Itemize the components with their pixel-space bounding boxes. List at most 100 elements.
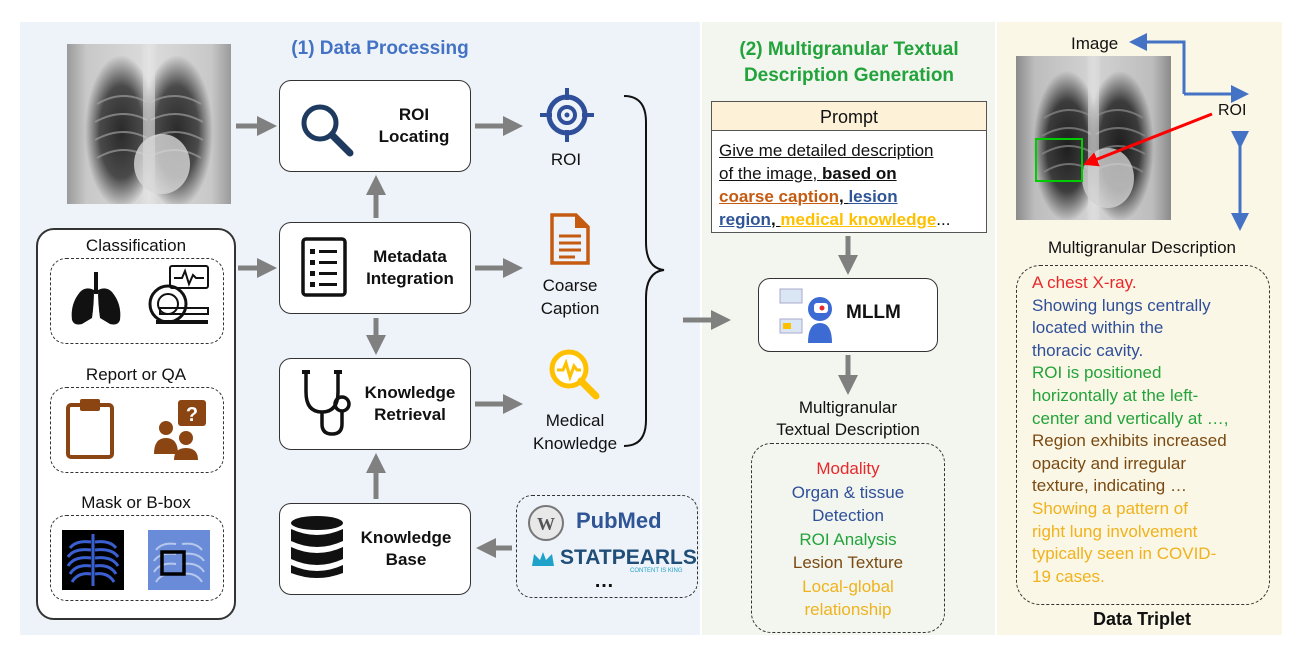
prompt-medical-knowledge: medical knowledge [780, 210, 937, 229]
knowledge-retrieval-step [279, 358, 471, 450]
prompt-header: Prompt [711, 101, 987, 131]
prompt-line: region, medical knowledge... [719, 208, 985, 231]
prompt-region: region [719, 210, 771, 229]
heading-line: Textual Description [776, 420, 920, 439]
prompt-lesion: lesion [848, 187, 898, 206]
heading-line: Multigranular [798, 398, 898, 417]
grouping-brace [623, 95, 665, 447]
prompt-comma: , [770, 210, 781, 229]
bbox-image-icon [148, 530, 210, 590]
step-label-line: Integration [366, 269, 454, 288]
prompt-coarse-caption: coarse caption [719, 187, 839, 206]
output-label-line: Coarse [542, 276, 598, 295]
prompt-based-on: based on [822, 164, 897, 183]
description-item: Organ & tissue [791, 482, 905, 502]
coarse-caption-label: Coarse Caption [522, 274, 618, 320]
textual-description-box [751, 443, 945, 633]
roi-locating-label: ROI Locating [364, 104, 464, 148]
more-sources-ellipsis: … [594, 570, 614, 592]
prompt-line: of the image, based on [719, 162, 985, 185]
step-label-line: Knowledge [360, 528, 452, 547]
output-label-line: Caption [540, 299, 600, 318]
roi-bounding-box [1035, 138, 1083, 182]
prompt-text-2: of the image, [719, 164, 823, 183]
ct-scanner-icon [148, 265, 209, 324]
textual-description-heading: Multigranular Textual Description [748, 397, 948, 441]
section-title-data-processing: (1) Data Processing [291, 38, 469, 59]
classification-group [50, 258, 224, 344]
mask-image-icon [62, 530, 124, 590]
prompt-text: Give me detailed description of the imag… [719, 139, 985, 231]
classification-label: Classification [85, 236, 187, 255]
description-item: relationship [804, 600, 892, 619]
description-line: Region exhibits increased [1032, 431, 1227, 451]
robot-document-icon [779, 288, 832, 343]
checklist-icon [301, 237, 347, 297]
prompt-line: coarse caption, lesion [719, 185, 985, 208]
knowledge-sources-group [516, 495, 698, 598]
clipboard-icon [66, 399, 114, 459]
section-title-line: Description Generation [743, 65, 955, 86]
description-line: center and vertically at …, [1032, 408, 1229, 428]
multigranular-description-heading: Multigranular Description [1047, 238, 1237, 257]
prompt-comma: , [839, 187, 849, 206]
question-people-icon: ? [154, 400, 206, 460]
description-line: 19 cases. [1032, 566, 1105, 586]
knowledge-retrieval-label: Knowledge Retrieval [354, 382, 466, 426]
pubmed-logo: PubMed [576, 508, 662, 533]
analysis-magnifier-icon [549, 349, 600, 400]
step-label-line: Metadata [373, 247, 447, 266]
medical-knowledge-label: Medical Knowledge [520, 409, 630, 455]
description-line: typically seen in COVID- [1032, 544, 1217, 564]
stethoscope-icon [302, 370, 351, 436]
prompt-line: Give me detailed description [719, 139, 985, 162]
mask-bbox-label: Mask or B-box [81, 493, 191, 512]
statpearls-crown-icon [532, 552, 554, 566]
statpearls-logo: STATPEARLS [560, 546, 697, 569]
xray-ribs-graphic [94, 44, 204, 204]
report-qa-label: Report or QA [85, 365, 187, 384]
data-triplet-title: Data Triplet [1092, 609, 1192, 629]
description-line: opacity and irregular [1032, 453, 1187, 473]
svg-text:?: ? [186, 404, 198, 426]
description-item: ROI Analysis [799, 529, 897, 549]
chest-xray-input-image [67, 44, 231, 204]
knowledge-base-label: Knowledge Base [350, 527, 462, 571]
step-label-line: Locating [378, 127, 450, 146]
description-line: Showing lungs centrally [1032, 295, 1211, 315]
description-line: right lung involvement [1032, 521, 1198, 541]
description-line: A chest X-ray. [1032, 273, 1137, 292]
step-label-line: Base [385, 550, 427, 569]
wikipedia-globe-icon: W [528, 505, 564, 541]
output-label-line: Knowledge [532, 434, 618, 453]
description-item: Lesion Texture [792, 553, 904, 572]
description-line: texture, indicating … [1032, 476, 1187, 496]
description-line: horizontally at the left- [1032, 385, 1199, 405]
roi-output-label: ROI [550, 150, 582, 169]
statpearls-tagline: CONTENT IS KING [630, 568, 683, 574]
description-line: ROI is positioned [1032, 363, 1162, 383]
roi-locating-step [279, 80, 471, 172]
output-label-line: Medical [545, 411, 605, 430]
section-title-line: (2) Multigranular Textual [739, 39, 959, 60]
prompt-ellipsis: ... [936, 210, 951, 229]
document-icon [550, 213, 590, 265]
step-label-line: ROI [398, 105, 430, 124]
description-item: Local-global [802, 576, 894, 596]
step-label-line: Knowledge [364, 383, 456, 402]
mask-bbox-group [50, 515, 224, 601]
prompt-text-1: Give me detailed description [719, 141, 934, 160]
multigranular-description-box [1016, 265, 1270, 605]
multigranular-description-text: A chest X-ray. Showing lungs centrally l… [1032, 272, 1268, 588]
svg-text:W: W [537, 514, 555, 534]
description-line: thoracic cavity. [1032, 340, 1144, 360]
description-item: Detection [812, 506, 884, 525]
report-qa-group [50, 387, 224, 473]
textual-description-items: Modality Organ & tissue Detection ROI An… [751, 457, 945, 622]
target-roi-icon [540, 88, 594, 142]
mllm-label: MLLM [846, 302, 901, 323]
metadata-integration-label: Metadata Integration [352, 246, 468, 290]
triplet-roi-label: ROI [1218, 102, 1247, 119]
magnifier-icon [301, 104, 354, 157]
description-item: Modality [816, 459, 880, 478]
